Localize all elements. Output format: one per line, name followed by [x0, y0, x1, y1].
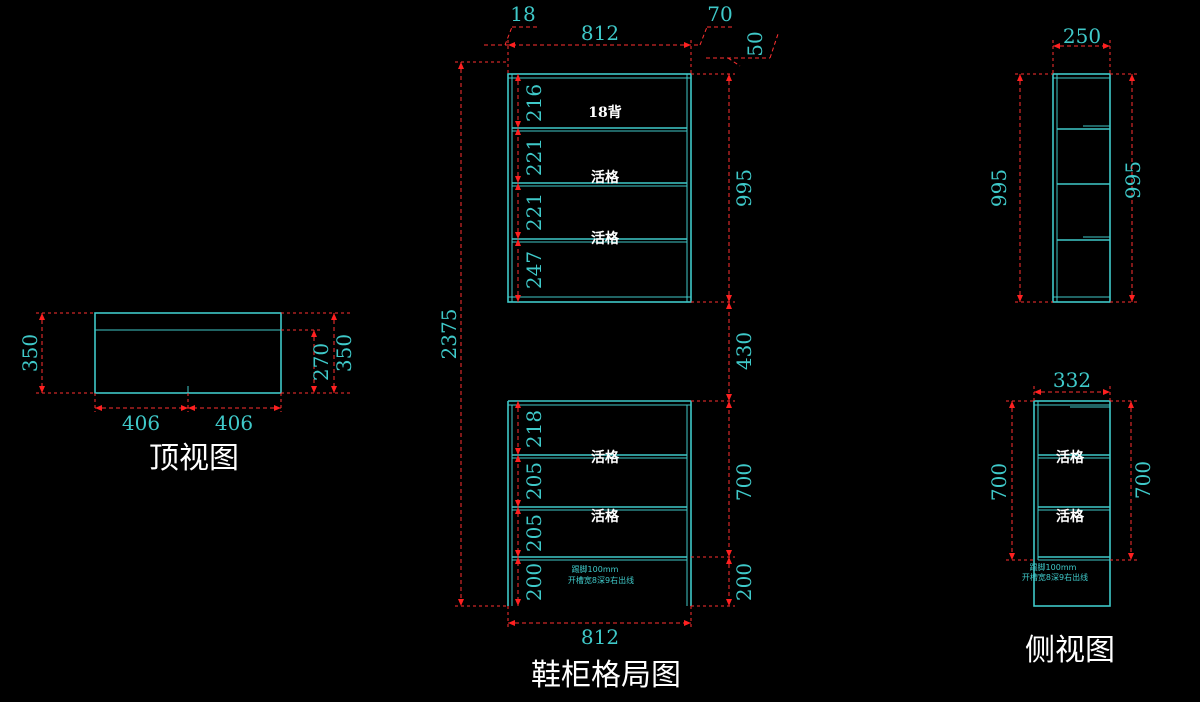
layout-title: 鞋柜格局图: [531, 658, 681, 693]
side-view-lower: 活格 活格 踢脚100mm 开槽宽8深9右出线 332 700 700 侧视图: [987, 368, 1155, 668]
dim-leader: [727, 57, 741, 67]
top-view: 350 270 350 406 406 顶视图: [18, 312, 356, 476]
dim-label: 700: [732, 463, 756, 501]
dim-label: 200: [732, 563, 756, 601]
note-line: 踢脚100mm: [1030, 562, 1077, 572]
dim-label: 995: [1121, 161, 1145, 199]
dim-leader: [504, 26, 513, 46]
dim-label: 205: [522, 462, 546, 500]
dim-label: 205: [522, 514, 546, 552]
dim-label: 995: [987, 169, 1011, 207]
arrow-tick: [515, 401, 521, 606]
dim-label: 700: [987, 463, 1011, 501]
dim-label: 18: [510, 2, 535, 26]
arrow-tick: [515, 74, 521, 302]
layout-view: 18背 活格 活格 216 221 221 247 活格 活格 踢脚100mm …: [437, 2, 779, 693]
dim-label: 200: [522, 563, 546, 601]
dim-label: 218: [522, 410, 546, 448]
dim-label: 332: [1053, 368, 1091, 392]
dim-label: 350: [18, 334, 42, 372]
dim-label: 216: [522, 84, 546, 122]
upper-cabinet-outline: [507, 73, 692, 303]
dim-leader: [699, 26, 708, 46]
dim-label: 995: [732, 169, 756, 207]
dim-label: 2375: [437, 309, 461, 360]
dim-label: 350: [332, 334, 356, 372]
compartment-label: 活格: [591, 449, 620, 466]
compartment-label: 活格: [1056, 508, 1085, 525]
dim-label: 221: [522, 138, 546, 176]
side-view-upper: 250 995 995: [987, 24, 1145, 303]
side-upper-outline: [1052, 73, 1111, 303]
dim-label: 406: [122, 411, 160, 435]
dim-label: 812: [581, 21, 619, 45]
arrow-tick: [39, 386, 45, 393]
note-line: 开槽宽8深9右出线: [568, 575, 634, 585]
dim-label: 270: [309, 343, 333, 381]
compartment-label: 活格: [1056, 449, 1085, 466]
dim-label: 406: [215, 411, 253, 435]
top-view-outline: [94, 312, 282, 394]
dim-label: 247: [522, 251, 546, 289]
arrow-tick: [95, 405, 281, 411]
compartment-label: 活格: [591, 169, 620, 186]
top-view-title: 顶视图: [149, 441, 239, 476]
side-lower-outline: [1033, 400, 1111, 607]
compartment-label: 18背: [588, 104, 621, 121]
dim-label: 50: [743, 31, 767, 56]
note-line: 开槽宽8深9右出线: [1022, 572, 1088, 582]
arrow-tick: [39, 313, 45, 320]
dim-label: 221: [522, 193, 546, 231]
dim-label: 812: [581, 625, 619, 649]
dim-label: 700: [1131, 461, 1155, 499]
dim-label: 70: [707, 2, 732, 26]
note-line: 踢脚100mm: [572, 564, 619, 574]
compartment-label: 活格: [591, 508, 620, 525]
dim-label: 250: [1063, 24, 1101, 48]
compartment-label: 活格: [591, 230, 620, 247]
dim-label: 430: [732, 332, 756, 370]
dim-leader: [769, 33, 779, 59]
arrow-tick: [1053, 43, 1110, 49]
side-view-title: 侧视图: [1025, 633, 1115, 668]
